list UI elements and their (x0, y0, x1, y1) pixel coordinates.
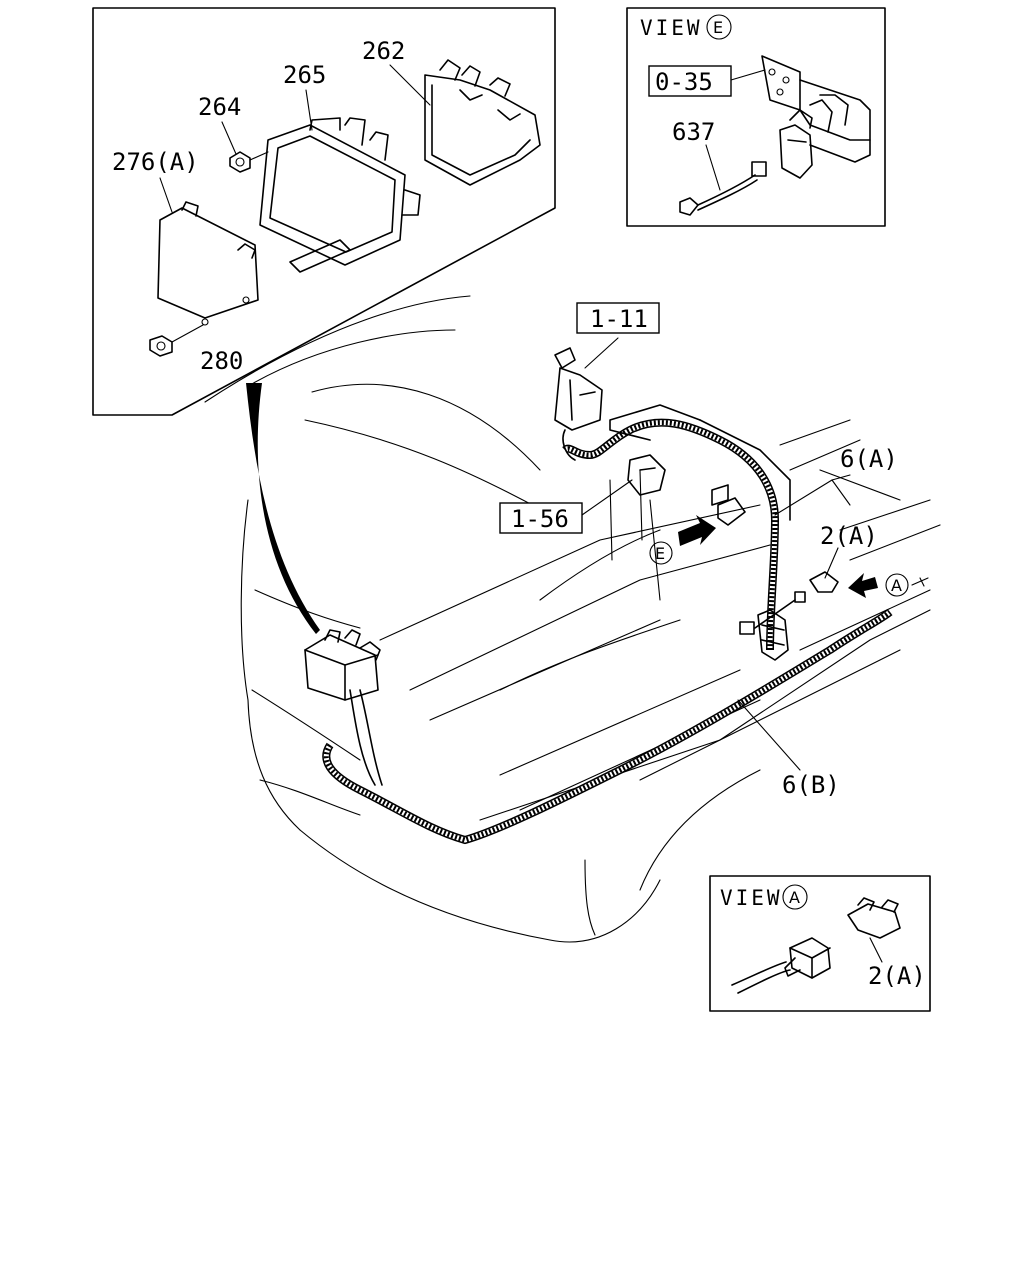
view-mark-e: E (655, 544, 665, 563)
pointer-sweep (246, 383, 320, 634)
view-mark-a: A (891, 576, 902, 595)
part-label-264: 264 (198, 93, 241, 121)
arrow-e-icon (678, 515, 716, 546)
harness-6b (322, 608, 893, 845)
part-label-265: 265 (283, 61, 326, 89)
arrow-a-icon (848, 573, 878, 598)
view-a-part-2a: 2(A) (868, 962, 926, 990)
leader-lines (581, 337, 851, 771)
control-unit-installed (304, 629, 383, 786)
bracket-1-56 (627, 454, 746, 526)
view-e-title: VIEW (640, 16, 703, 40)
view-a-panel (709, 875, 931, 1012)
view-a-mark: A (789, 888, 800, 907)
part-label-262: 262 (362, 37, 405, 65)
vehicle-body (204, 295, 941, 943)
view-a-title: VIEW (720, 886, 783, 910)
sensor-1-11 (554, 347, 603, 461)
ref-label-1-56: 1-56 (511, 505, 569, 533)
connector-cluster (739, 571, 839, 661)
ref-label-1-11: 1-11 (590, 305, 648, 333)
part-label-280: 280 (200, 347, 243, 375)
harness-6a (562, 404, 791, 651)
part-label-2a: 2(A) (820, 522, 878, 550)
view-e-part-637: 637 (672, 118, 715, 146)
part-label-6b: 6(B) (782, 771, 840, 799)
view-e-panel (626, 7, 886, 227)
part-label-276a: 276(A) (112, 148, 199, 176)
part-label-6a: 6(A) (840, 445, 898, 473)
detail-exploded-view (92, 7, 556, 416)
view-e-ref-0-35: 0-35 (655, 68, 713, 96)
view-e-mark: E (713, 18, 723, 37)
